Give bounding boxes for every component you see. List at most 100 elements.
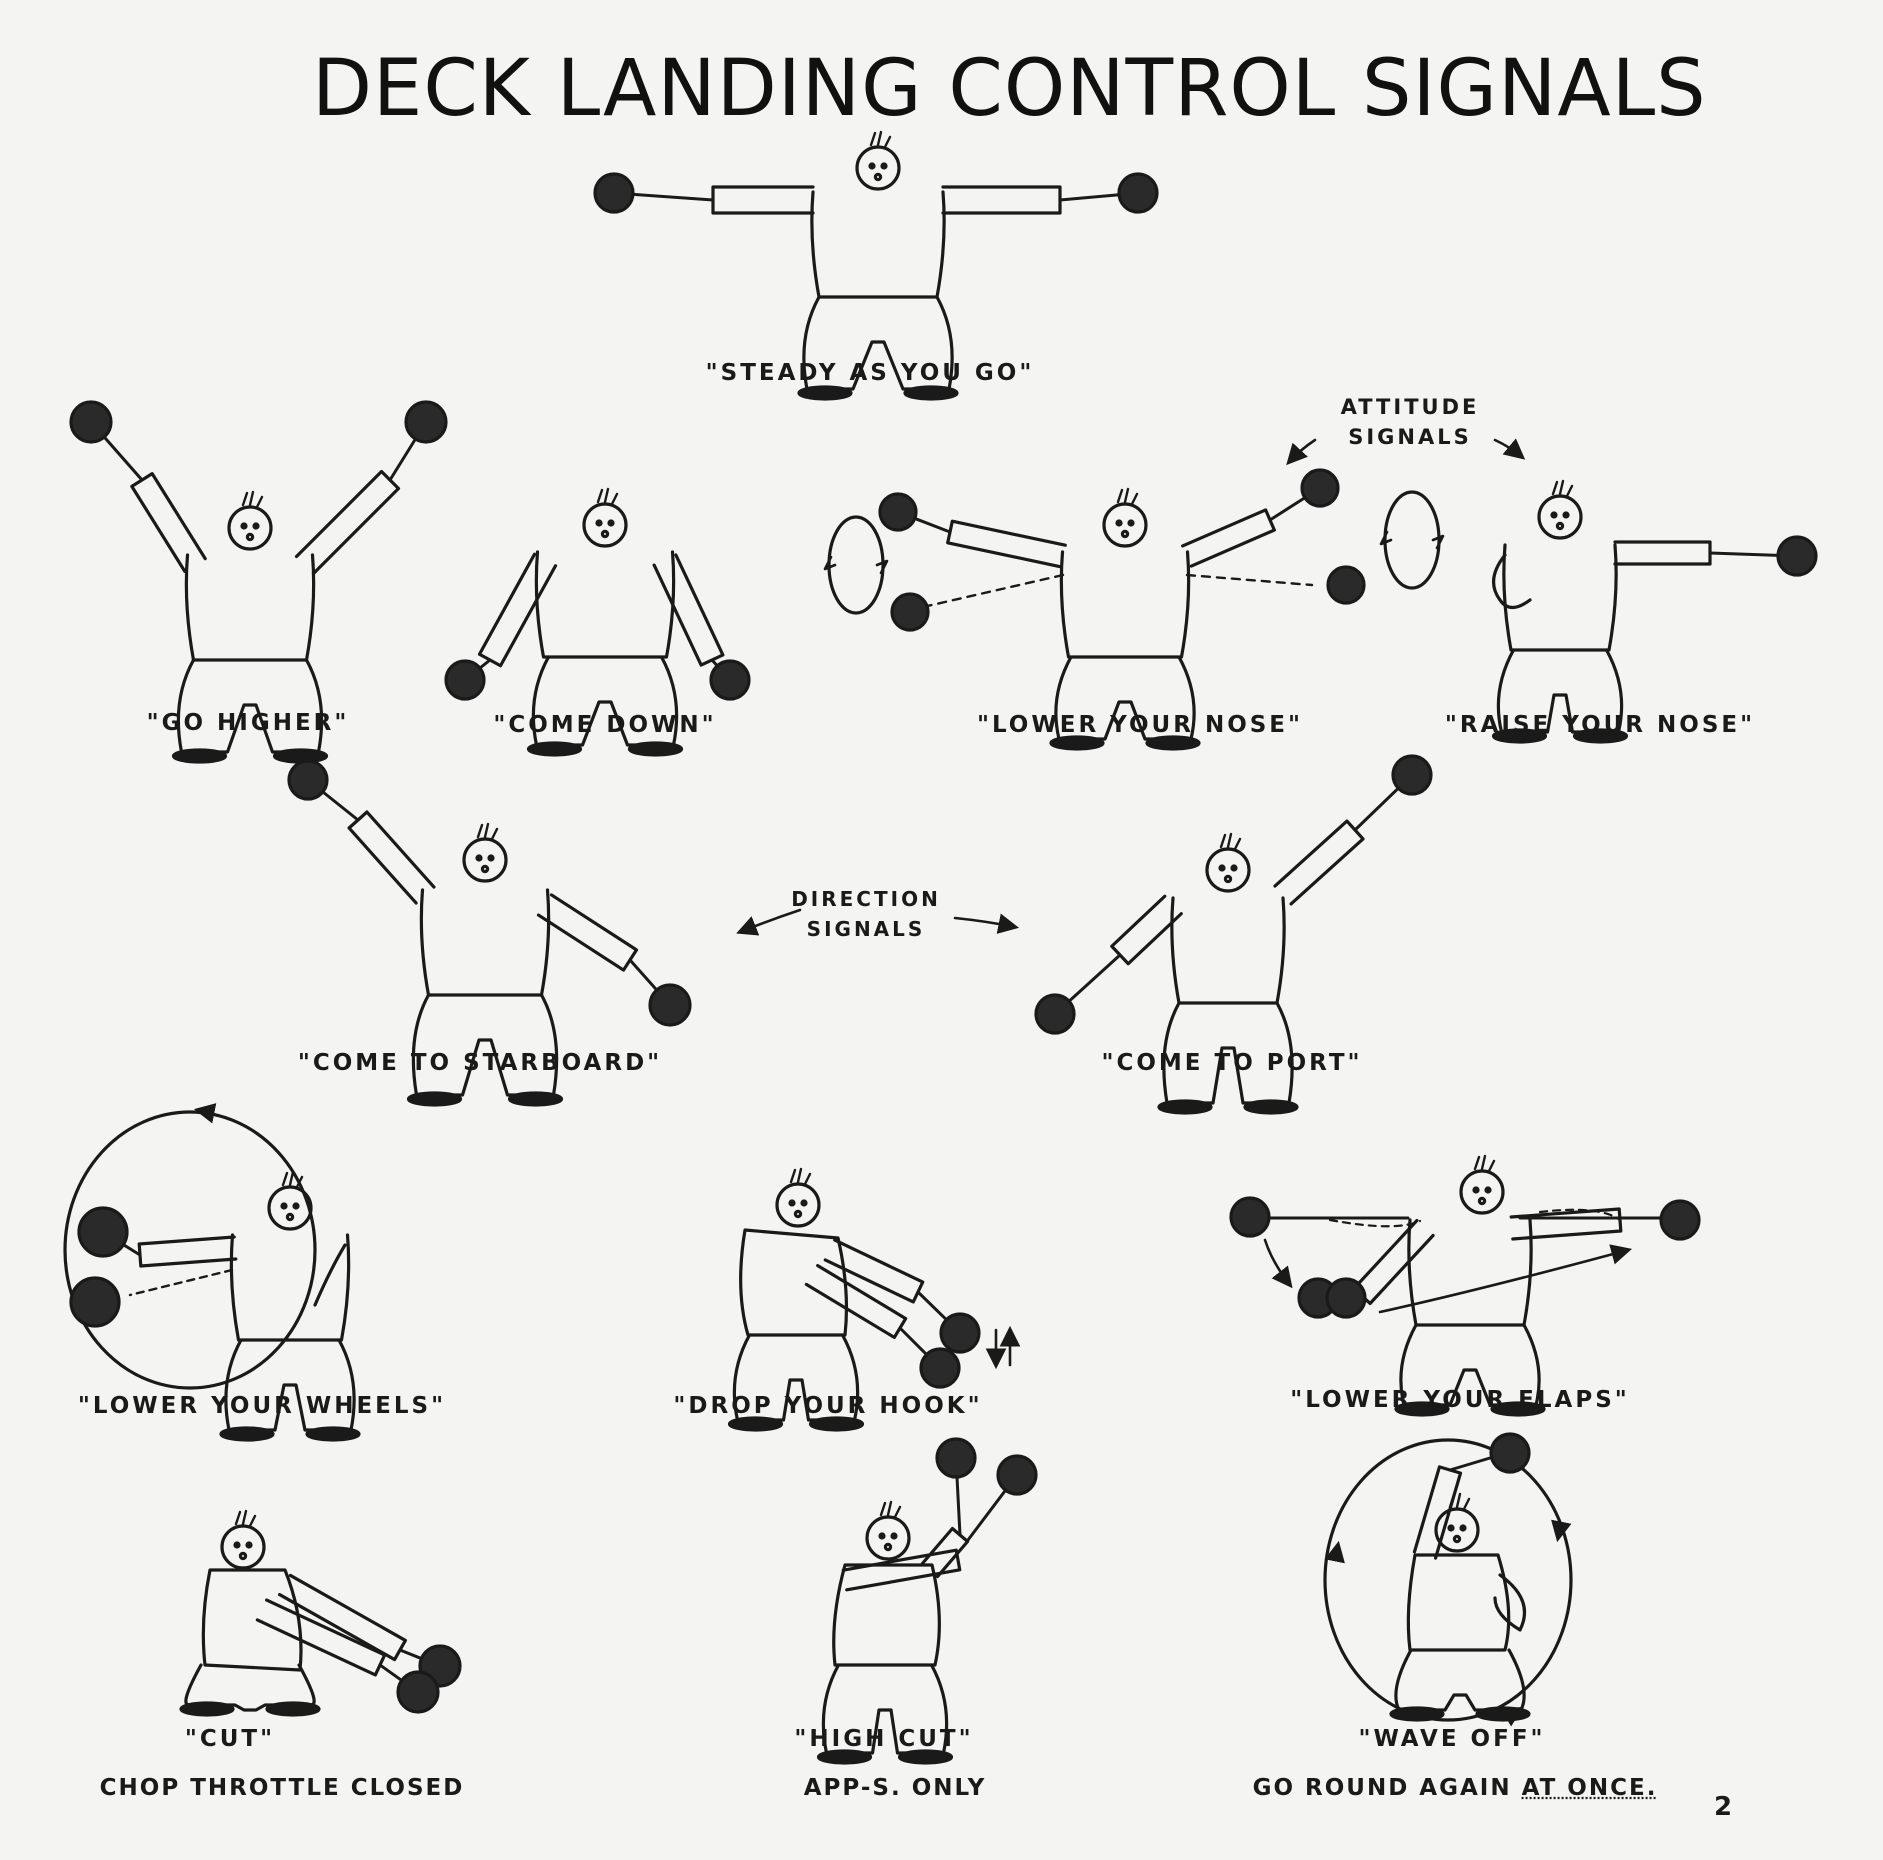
figure-drop-your-hook	[727, 1167, 1021, 1432]
caption-go-higher: "GO HIGHER"	[146, 710, 350, 736]
paddle-icon	[1659, 1199, 1701, 1241]
head	[1459, 1169, 1505, 1215]
head	[220, 1524, 266, 1570]
foot	[1475, 1706, 1531, 1722]
head	[1205, 847, 1251, 893]
foot	[507, 1091, 564, 1107]
paddle-icon	[593, 172, 635, 214]
foot	[265, 1701, 321, 1717]
foot	[219, 1426, 275, 1442]
paddle-icon	[648, 983, 692, 1027]
paddle-icon	[996, 1454, 1038, 1496]
paddle-icon	[444, 659, 486, 701]
caption-lower-your-wheels: "LOWER YOUR WHEELS"	[77, 1393, 447, 1419]
paddle-icon	[1776, 535, 1818, 577]
foot	[1491, 728, 1548, 744]
figure-lower-your-flaps	[1229, 1154, 1701, 1417]
caption-steady-as-you-go: "STEADY AS YOU GO"	[705, 360, 1035, 386]
figure-come-to-port	[1034, 754, 1433, 1115]
caption-cut: "CUT"	[184, 1726, 276, 1752]
motion-arrow	[193, 1103, 217, 1124]
foot	[406, 1091, 463, 1107]
head	[227, 505, 273, 551]
figure-come-down	[444, 487, 751, 757]
foot	[1394, 1401, 1450, 1417]
figure-come-to-starboard	[287, 759, 692, 1107]
paddle-icon	[77, 1206, 129, 1258]
foot	[1389, 1706, 1445, 1722]
arrow	[1493, 438, 1526, 460]
paddle-icon	[287, 759, 329, 801]
paddle-icon	[1117, 172, 1159, 214]
paddle-icon	[1326, 565, 1366, 605]
foot	[1145, 735, 1201, 751]
note-high-cut: APP-S. ONLY	[803, 1775, 987, 1801]
foot	[272, 748, 329, 764]
arrow	[953, 913, 1020, 934]
attitude-signals-label-line1: ATTITUDE	[1340, 395, 1480, 419]
caption-come-to-starboard: "COME TO STARBOARD"	[297, 1050, 663, 1076]
caption-lower-your-nose: "LOWER YOUR NOSE"	[976, 712, 1304, 738]
foot	[171, 748, 228, 764]
page-number: 2	[1714, 1792, 1733, 1822]
caption-come-down: "COME DOWN"	[493, 712, 717, 738]
paddle-icon	[69, 400, 113, 444]
head	[1537, 494, 1583, 540]
note-wave-off-main: GO ROUND AGAIN	[1252, 1775, 1522, 1801]
foot	[903, 385, 959, 401]
caption-come-to-port: "COME TO PORT"	[1101, 1050, 1363, 1076]
head	[267, 1185, 313, 1231]
direction-signals-label-line1: DIRECTION	[791, 887, 941, 911]
flap-motion-arrow	[1378, 1244, 1633, 1314]
caption-drop-your-hook: "DROP YOUR HOOK"	[673, 1393, 983, 1419]
head	[1102, 502, 1148, 548]
foot	[1572, 728, 1629, 744]
foot	[1243, 1099, 1299, 1115]
foot	[797, 385, 853, 401]
head	[855, 145, 901, 191]
head	[775, 1182, 821, 1228]
paddle-icon	[1391, 754, 1433, 796]
figure-lower-your-nose	[823, 468, 1445, 751]
foot	[627, 741, 684, 757]
paddle-icon	[935, 1437, 977, 1479]
arrow	[736, 908, 802, 936]
paddle-icon	[1300, 468, 1340, 508]
caption-lower-your-flaps: "LOWER YOUR FLAPS"	[1290, 1387, 1630, 1413]
motion-loop	[63, 1110, 317, 1390]
motion-loop	[827, 515, 885, 615]
head	[582, 502, 628, 548]
paddle-icon	[890, 592, 930, 632]
figure-wave-off	[1323, 1432, 1573, 1727]
paddle-icon	[878, 492, 918, 532]
paddle-icon	[404, 400, 448, 444]
paddle-icon	[919, 1347, 961, 1389]
foot	[816, 1749, 873, 1765]
paddle-icon	[396, 1670, 440, 1714]
foot	[526, 741, 583, 757]
paddle-icon	[69, 1276, 121, 1328]
page-title: DECK LANDING CONTROL SIGNALS	[312, 44, 1707, 134]
foot	[1157, 1099, 1213, 1115]
note-wave-off: GO ROUND AGAIN AT ONCE.	[1253, 1775, 1658, 1801]
foot	[897, 1749, 954, 1765]
attitude-signals-label-line2: SIGNALS	[1348, 425, 1472, 449]
figure-cut	[179, 1509, 462, 1717]
foot	[808, 1416, 865, 1432]
figure-high-cut	[816, 1437, 1038, 1765]
figure-raise-your-nose	[1491, 479, 1818, 744]
motion-arrow	[1324, 1540, 1345, 1564]
figure-steady-as-you-go	[593, 130, 1159, 401]
caption-high-cut: "HIGH CUT"	[794, 1726, 974, 1752]
arrow	[1286, 438, 1317, 466]
motion-loop	[1383, 490, 1441, 590]
note-cut: CHOP THROTTLE CLOSED	[99, 1775, 465, 1801]
motion-arrow	[1551, 1519, 1572, 1543]
direction-signals-label-line2: SIGNALS	[806, 917, 926, 941]
foot	[727, 1416, 784, 1432]
foot	[179, 1701, 235, 1717]
attitude-signals-arrows	[1286, 438, 1526, 466]
paddle-icon	[1229, 1196, 1271, 1238]
